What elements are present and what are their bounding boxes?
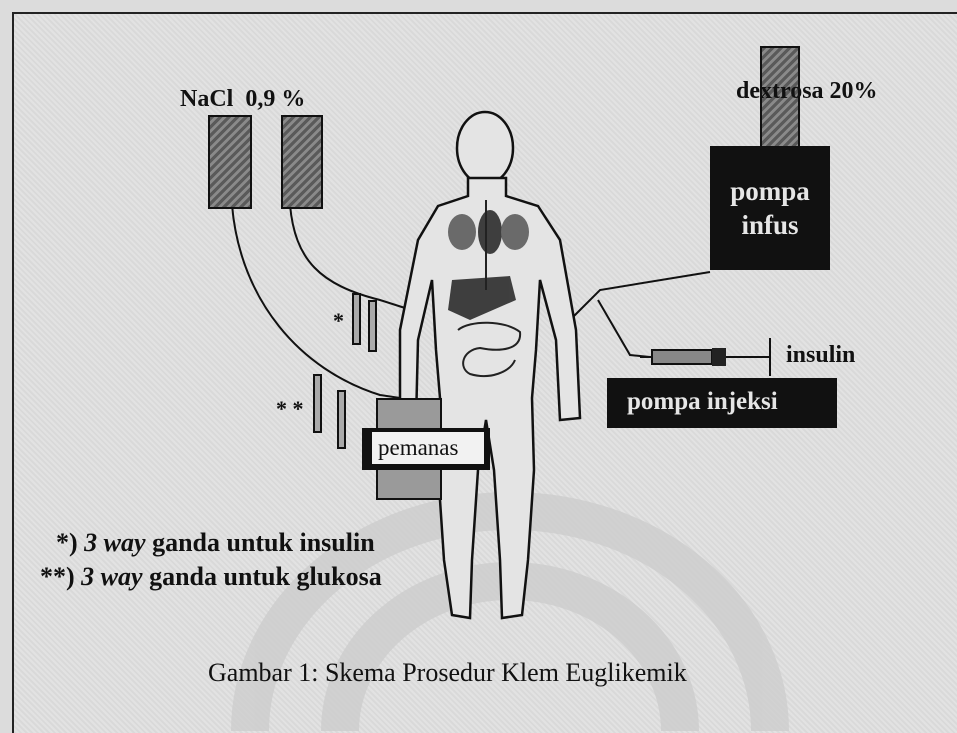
footnote-glukosa: **) 3 way ganda untuk glukosa bbox=[40, 562, 382, 592]
figure-caption: Gambar 1: Skema Prosedur Klem Euglikemik bbox=[208, 658, 687, 688]
footnote-insulin: *) 3 way ganda untuk insulin bbox=[56, 528, 375, 558]
pemanas-label: pemanas bbox=[372, 432, 484, 464]
footnote-glukosa-marker: **) bbox=[40, 562, 81, 591]
footnote-glukosa-text: ganda untuk glukosa bbox=[143, 562, 382, 591]
footnote-insulin-marker: *) bbox=[56, 528, 84, 557]
footnote-insulin-text: ganda untuk insulin bbox=[146, 528, 375, 557]
footnote-insulin-italic: 3 way bbox=[84, 528, 145, 557]
footnote-glukosa-italic: 3 way bbox=[81, 562, 142, 591]
